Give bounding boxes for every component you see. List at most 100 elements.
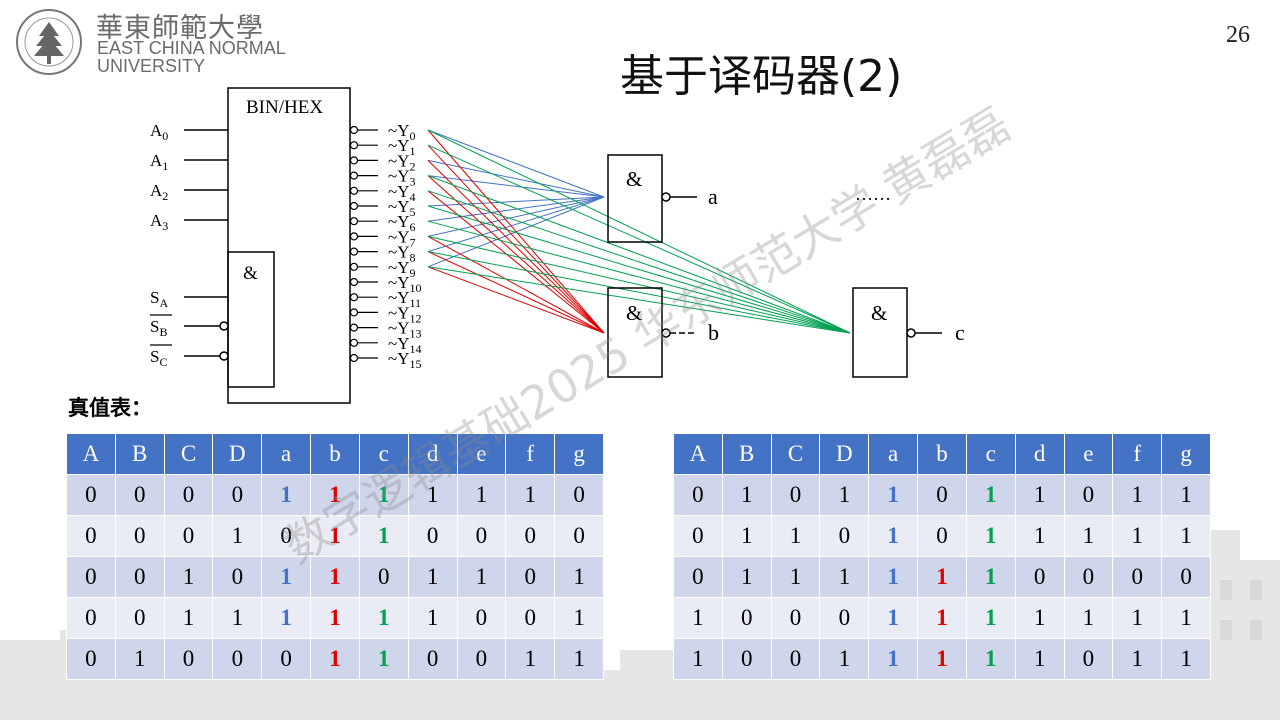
pine-tree-icon [34,22,64,64]
table-cell: 1 [407,474,458,516]
table-cell: 1 [163,597,214,639]
truth-table-label: 真值表： [68,396,152,420]
table-cell: 0 [456,638,507,680]
output-y3: ~Y3 [388,167,415,189]
table-cell: 0 [163,638,214,680]
enable-sc-main: S [150,347,159,366]
output-y14-sub: 14 [409,342,421,356]
table-cell: 1 [456,556,507,598]
table-cell: 0 [212,556,263,598]
enable-and-block [227,251,275,388]
table-cell: 1 [1112,474,1163,516]
output-y11: ~Y11 [388,288,421,310]
university-logo [16,9,82,75]
table-cell: 0 [212,638,263,680]
table-cell: 0 [114,515,165,557]
header-cell-d: d [407,433,458,475]
table-cell: 0 [505,515,556,557]
table-cell: 1 [212,597,263,639]
table-cell: 1 [721,556,772,598]
table-cell: 0 [163,474,214,516]
table-cell: 0 [721,638,772,680]
input-a2-main: A [150,181,163,200]
university-name-en-line2: UNIVERSITY [97,56,206,76]
output-y10-main: ~Y [388,273,409,292]
table-cell: 0 [917,515,967,557]
gate-b-symbol: & [626,301,642,325]
table-cell: 0 [407,515,458,557]
table-cell: 1 [965,474,1016,516]
table-cell: 1 [1161,515,1211,557]
table-cell: 1 [310,638,360,680]
output-y1-main: ~Y [388,136,409,155]
output-y10-sub: 10 [409,281,421,295]
header-cell-g: g [1161,433,1211,475]
table-cell: 0 [819,515,870,557]
header-cell-c: c [358,433,409,475]
table-cell: 1 [1014,474,1065,516]
header-cell-C: C [163,433,214,475]
table-cell: 1 [673,638,723,680]
table-cell: 1 [310,474,360,516]
output-y3-main: ~Y [388,167,409,186]
gate-b-output-label: b [708,320,719,345]
table-cell: 1 [163,556,214,598]
table-cell: 1 [407,597,458,639]
output-y9-sub: 9 [409,266,415,280]
gate-c-symbol: & [871,301,887,325]
table-cell: 0 [673,515,723,557]
output-y2-main: ~Y [388,151,409,170]
table-cell: 0 [1063,556,1114,598]
table-cell: 1 [770,515,821,557]
header-cell-D: D [212,433,263,475]
header-cell-a: a [261,433,312,475]
table-cell: 1 [868,597,919,639]
header-cell-A: A [673,433,723,475]
enable-sc-sub: C [159,355,167,369]
table-cell: 0 [456,597,507,639]
output-y7: ~Y7 [388,227,415,249]
slide-title: 基于译码器(2) [620,51,903,102]
table-cell: 1 [721,515,772,557]
output-y0-sub: 0 [409,129,415,143]
header-cell-D: D [819,433,870,475]
table-cell: 0 [554,474,604,516]
table-cell: 1 [819,474,870,516]
enable-sb-main: S [150,317,159,336]
table-cell: 1 [965,515,1016,557]
input-a3-sub: 3 [162,219,168,233]
table-cell: 0 [114,556,165,598]
header-cell-f: f [505,433,556,475]
table-cell: 1 [114,638,165,680]
output-y5-sub: 5 [409,205,415,219]
input-a3-main: A [150,211,163,230]
output-y0: ~Y0 [388,121,415,143]
table-cell: 1 [554,597,604,639]
enable-sa-main: S [150,288,159,307]
output-y11-main: ~Y [388,288,409,307]
table-cell: 0 [1161,556,1211,598]
output-y15-main: ~Y [388,349,409,368]
table-cell: 1 [358,638,409,680]
gate-c-inversion-bubble [906,328,916,338]
table-cell: 0 [554,515,604,557]
table-cell: 0 [770,474,821,516]
university-name-en-line1: EAST CHINA NORMAL [97,38,286,58]
decoder-outputs: ~Y0~Y1~Y2~Y3~Y4~Y5~Y6~Y7~Y8~Y9~Y10~Y11~Y… [349,121,421,371]
output-y8: ~Y8 [388,243,415,265]
table-cell: 0 [358,556,409,598]
output-y11-sub: 11 [409,296,421,310]
output-y13-main: ~Y [388,319,409,338]
table-cell: 0 [770,597,821,639]
more-gates-ellipsis: …… [855,184,891,204]
table-cell: 1 [505,638,556,680]
input-a0-main: A [150,121,163,140]
input-a0-sub: 0 [162,129,168,143]
